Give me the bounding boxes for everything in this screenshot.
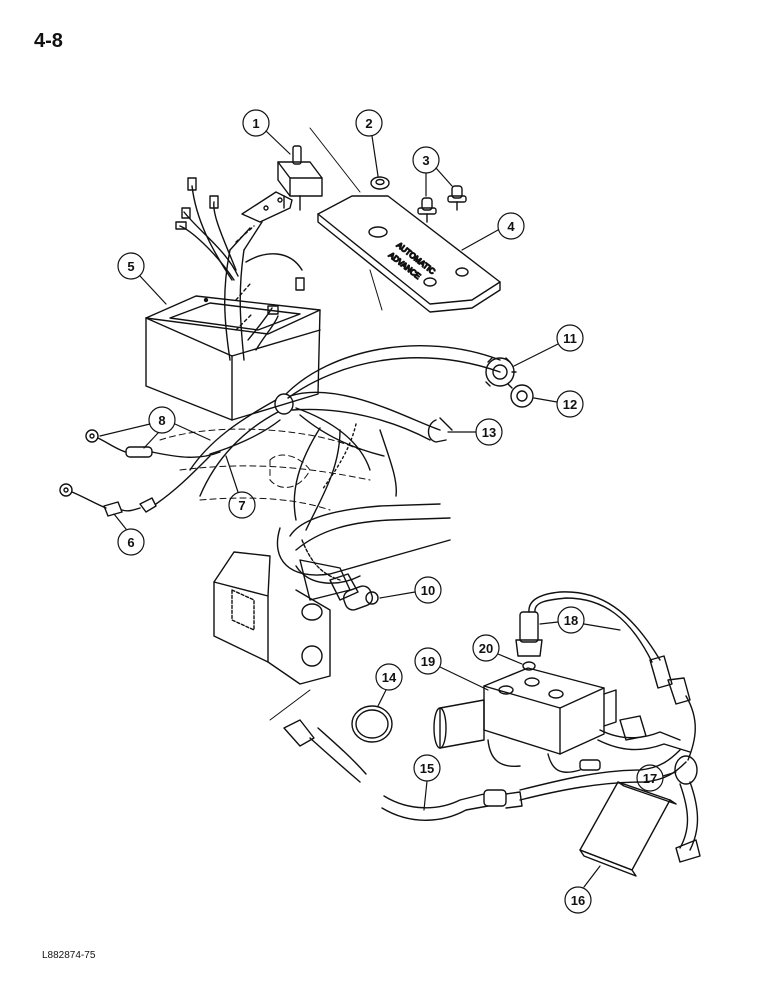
callout-10: 10 bbox=[379, 576, 442, 604]
callout-14: 14 bbox=[375, 663, 403, 707]
indicator-lamps bbox=[417, 185, 467, 223]
document-code: L882874-75 bbox=[42, 950, 96, 961]
nut bbox=[370, 176, 390, 190]
frame-casting bbox=[159, 428, 371, 511]
callout-16: 16 bbox=[564, 865, 601, 914]
callout-18: 18 bbox=[539, 606, 621, 634]
callout-6: 6 bbox=[113, 513, 145, 556]
callout-12: 12 bbox=[533, 390, 584, 418]
svg-text:18: 18 bbox=[564, 613, 578, 628]
svg-text:15: 15 bbox=[420, 761, 434, 776]
right-harness bbox=[519, 655, 701, 863]
relay-box bbox=[579, 781, 677, 877]
callout-13: 13 bbox=[447, 418, 503, 446]
callout-5: 5 bbox=[117, 252, 167, 305]
svg-text:19: 19 bbox=[421, 654, 435, 669]
svg-text:7: 7 bbox=[238, 498, 245, 513]
callout-7: 7 bbox=[225, 455, 256, 519]
callout-11: 11 bbox=[513, 324, 584, 367]
svg-text:1: 1 bbox=[252, 116, 259, 131]
svg-text:2: 2 bbox=[365, 116, 372, 131]
callout-1: 1 bbox=[242, 109, 291, 155]
harness-lead bbox=[381, 789, 523, 821]
toggle-switch bbox=[277, 145, 323, 211]
grommet-assembly bbox=[485, 357, 534, 408]
pressure-switch bbox=[515, 591, 661, 671]
callouts: 1 2 3 4 5 8 bbox=[99, 109, 677, 914]
svg-text:5: 5 bbox=[127, 259, 134, 274]
clip bbox=[427, 417, 453, 443]
svg-text:11: 11 bbox=[563, 331, 577, 346]
junction-box bbox=[145, 295, 321, 421]
main-harness bbox=[189, 345, 501, 584]
svg-text:17: 17 bbox=[643, 771, 657, 786]
round-connector bbox=[329, 573, 379, 611]
callout-8: 8 bbox=[99, 406, 211, 449]
callout-17: 17 bbox=[636, 764, 677, 792]
valve-body bbox=[433, 667, 617, 773]
wiring-harness bbox=[175, 177, 305, 361]
ground-leads bbox=[59, 419, 281, 517]
callout-4: 4 bbox=[461, 212, 525, 251]
svg-text:12: 12 bbox=[563, 397, 577, 412]
svg-text:6: 6 bbox=[127, 535, 134, 550]
snap-ring bbox=[351, 705, 393, 743]
svg-text:10: 10 bbox=[421, 583, 435, 598]
svg-text:3: 3 bbox=[422, 153, 429, 168]
page-number: 4-8 bbox=[34, 30, 63, 52]
svg-text:16: 16 bbox=[571, 893, 585, 908]
callout-15: 15 bbox=[413, 754, 441, 811]
svg-text:4: 4 bbox=[507, 219, 515, 234]
svg-text:20: 20 bbox=[479, 641, 493, 656]
motor-housing bbox=[213, 551, 351, 685]
switch-plate: AUTOMATIC ADVANCE bbox=[317, 195, 501, 313]
callout-3: 3 bbox=[412, 146, 453, 197]
callout-2: 2 bbox=[355, 109, 383, 177]
svg-text:14: 14 bbox=[382, 670, 397, 685]
harness-connector-lower bbox=[269, 689, 367, 783]
svg-text:13: 13 bbox=[482, 425, 496, 440]
callout-20: 20 bbox=[472, 634, 523, 665]
svg-text:8: 8 bbox=[158, 413, 165, 428]
callout-19: 19 bbox=[414, 647, 489, 691]
